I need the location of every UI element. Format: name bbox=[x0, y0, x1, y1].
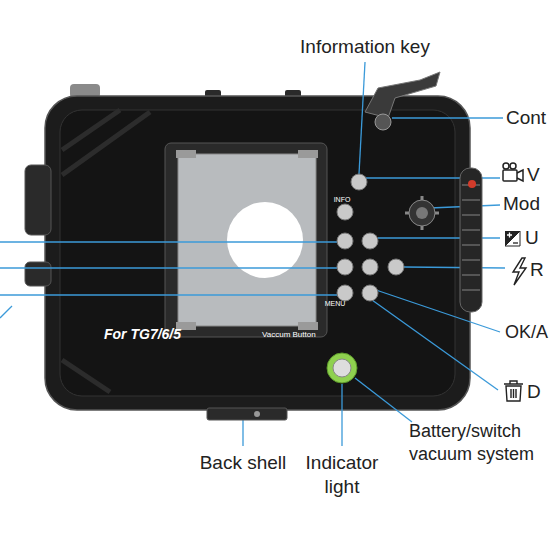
shutter-lever bbox=[375, 114, 391, 130]
exposure-icon bbox=[513, 242, 518, 243]
exposure-icon bbox=[505, 231, 520, 246]
control-button bbox=[362, 285, 378, 301]
exposure-icon bbox=[507, 233, 518, 244]
housing-body bbox=[62, 110, 150, 392]
tripod-mount bbox=[207, 408, 287, 420]
control-button bbox=[337, 233, 353, 249]
shutter-lever bbox=[365, 72, 440, 118]
control-button bbox=[337, 174, 404, 301]
vacuum-button bbox=[327, 353, 357, 383]
button-marking: Vaccum Button bbox=[262, 330, 328, 340]
control-dial bbox=[468, 180, 476, 188]
leader-line bbox=[0, 62, 505, 446]
button-marking: INFO bbox=[330, 196, 354, 205]
leader-line bbox=[404, 267, 505, 268]
control-dial bbox=[460, 168, 482, 312]
housing-body bbox=[60, 110, 455, 396]
hinge bbox=[25, 165, 51, 235]
mode-knob bbox=[416, 207, 428, 219]
screen-window bbox=[227, 202, 303, 278]
screen-window bbox=[176, 150, 196, 158]
mode-knob bbox=[405, 196, 439, 230]
leader-line bbox=[341, 384, 342, 446]
control-button bbox=[362, 259, 378, 275]
control-dial bbox=[460, 168, 482, 312]
mode-knob bbox=[405, 196, 439, 230]
screen-window bbox=[165, 143, 327, 337]
part-label: V bbox=[527, 163, 549, 187]
leader-line bbox=[372, 300, 498, 390]
mode-knob bbox=[409, 200, 435, 226]
button-marking: MENU bbox=[323, 300, 347, 309]
control-button bbox=[337, 204, 353, 220]
control-button bbox=[337, 259, 353, 275]
leader-line bbox=[0, 267, 337, 268]
tripod-mount bbox=[254, 411, 260, 417]
screen-window bbox=[165, 143, 327, 337]
video-icon bbox=[510, 163, 516, 169]
part-label: Indicator light bbox=[294, 451, 390, 499]
flash-icon bbox=[513, 258, 526, 285]
tripod-mount bbox=[207, 408, 287, 420]
part-label: Information key bbox=[290, 35, 440, 59]
part-label: U bbox=[525, 226, 549, 250]
exposure-icon bbox=[505, 231, 520, 246]
control-button bbox=[362, 233, 378, 249]
part-label: OK/A bbox=[505, 321, 549, 344]
part-label: D bbox=[527, 380, 549, 404]
hinge bbox=[25, 262, 51, 286]
trash-icon bbox=[504, 381, 523, 401]
leader-line bbox=[0, 294, 337, 295]
video-icon bbox=[517, 170, 523, 181]
video-icon bbox=[503, 163, 523, 181]
control-button bbox=[351, 174, 367, 190]
flash-icon bbox=[513, 258, 526, 285]
shutter-lever bbox=[365, 72, 440, 130]
leader-line bbox=[0, 241, 337, 242]
part-label: Mod bbox=[503, 192, 549, 216]
leader-line bbox=[0, 306, 12, 318]
part-label: Back shell bbox=[180, 451, 306, 475]
control-button bbox=[388, 259, 404, 275]
vacuum-button bbox=[327, 353, 357, 383]
part-label: R bbox=[530, 258, 549, 282]
screen-window bbox=[298, 150, 318, 158]
leader-line bbox=[359, 62, 365, 174]
model-marking: For TG7/6/5 bbox=[104, 326, 214, 344]
trash-icon bbox=[511, 389, 516, 398]
housing-body bbox=[45, 96, 470, 410]
vacuum-button bbox=[333, 359, 351, 377]
leader-line bbox=[355, 378, 412, 422]
control-button bbox=[337, 285, 353, 301]
screen-window bbox=[298, 322, 318, 330]
housing-body bbox=[45, 84, 470, 410]
exposure-icon bbox=[505, 231, 520, 246]
part-label: Battery/switch vacuum system bbox=[409, 420, 549, 465]
video-icon bbox=[503, 170, 517, 181]
trash-icon bbox=[506, 386, 521, 401]
video-icon bbox=[503, 163, 509, 169]
screen-window bbox=[178, 154, 316, 326]
trash-icon bbox=[504, 381, 523, 384]
control-dial bbox=[462, 185, 480, 290]
part-label: Cont bbox=[506, 106, 549, 130]
leader-line bbox=[392, 117, 503, 118]
